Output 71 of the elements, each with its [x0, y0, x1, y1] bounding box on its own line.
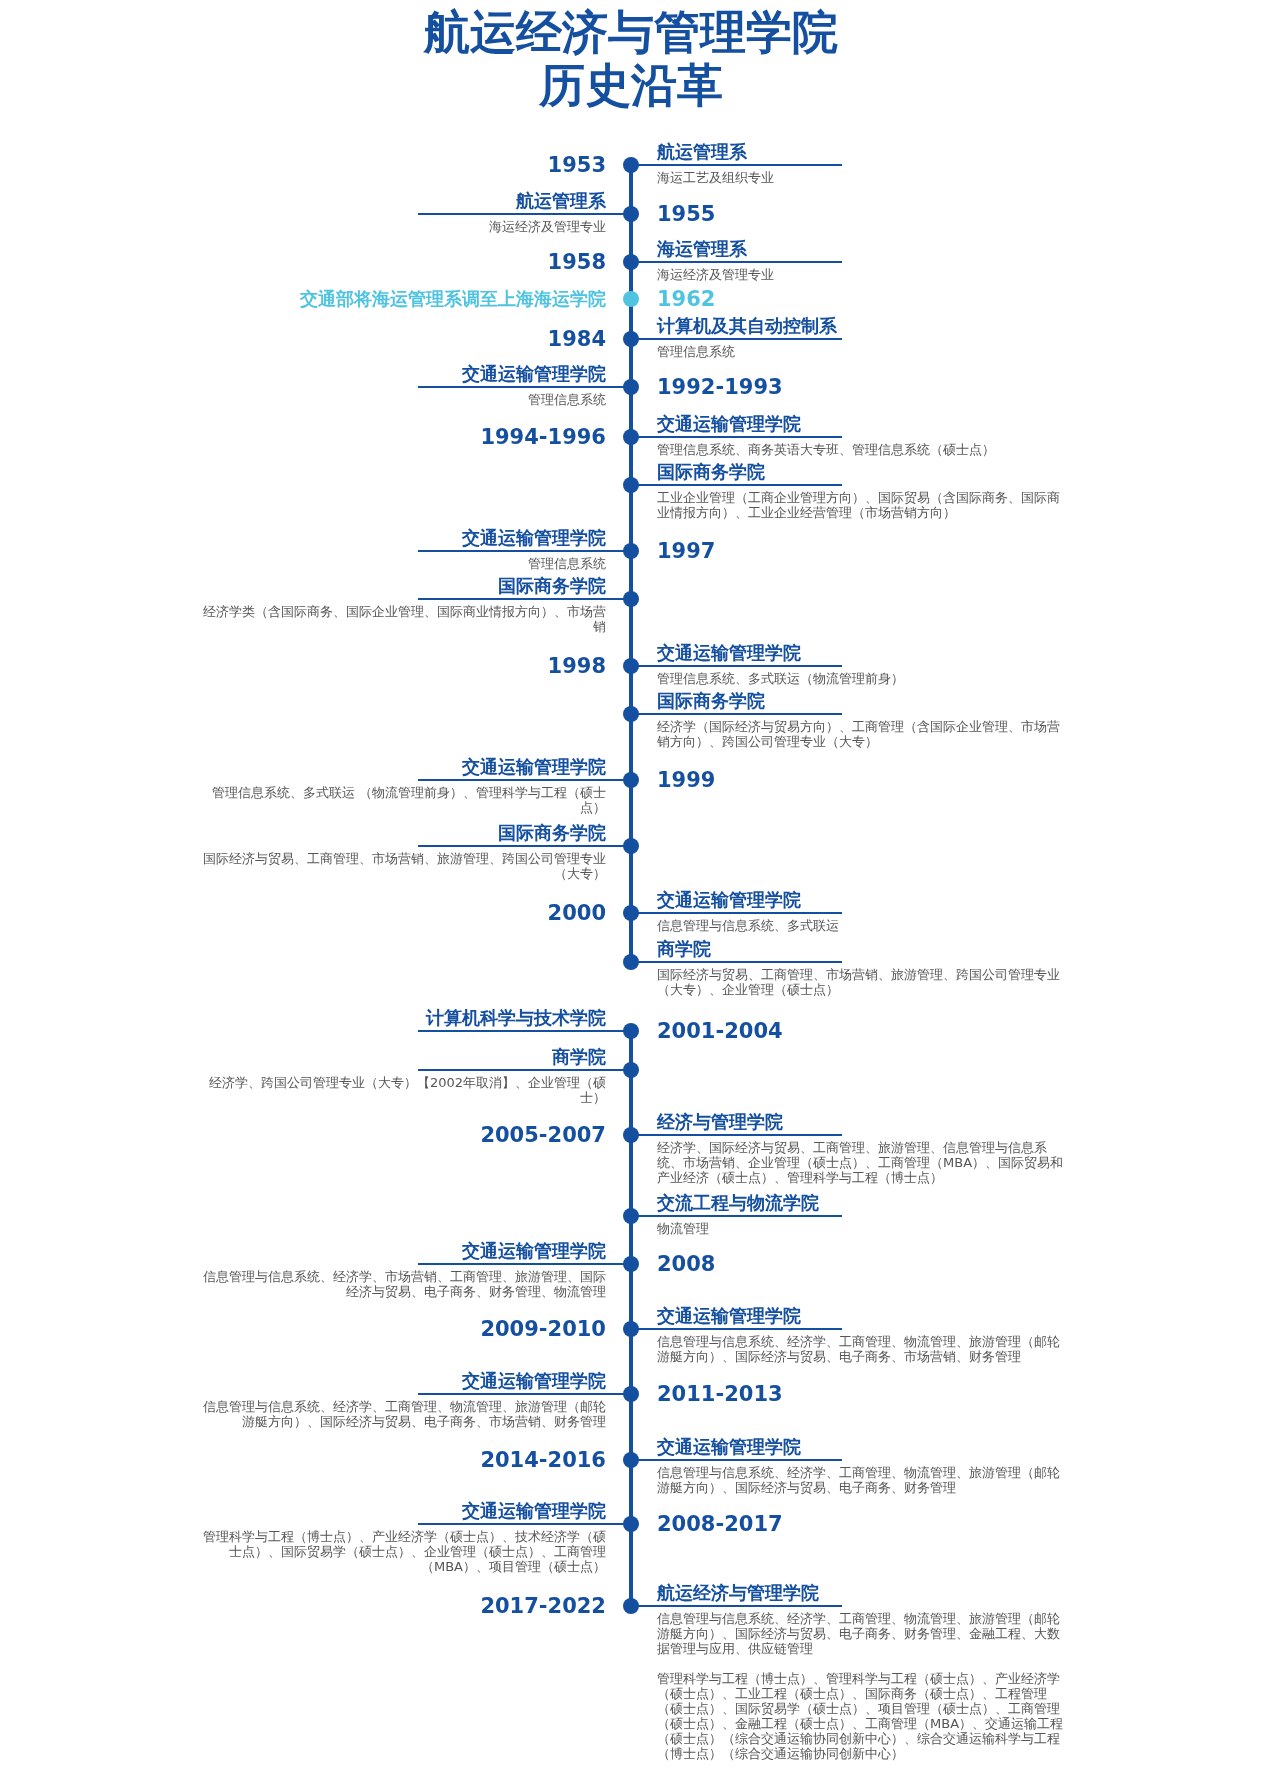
department-heading: 交通运输管理学院	[461, 363, 606, 385]
department-heading: 交流工程与物流学院	[657, 1192, 820, 1214]
program-list: 工业企业管理（工商企业管理方向）、国际贸易（含国际商务、国际商业情报方向）、工业企业经营管理（市场营销方向）	[657, 490, 1072, 520]
department-heading: 交通运输管理学院	[461, 527, 606, 549]
program-list: 管理信息系统、商务英语大专班、管理信息系统（硕士点）	[657, 442, 1072, 457]
event-text: 交通部将海运管理系调至上海海运学院	[299, 287, 606, 311]
program-list: 信息管理与信息系统、经济学、市场营销、工商管理、旅游管理、国际经济与贸易、电子商务、财务管理、物流管理	[194, 1269, 606, 1299]
year-label: 1962	[657, 286, 716, 312]
department-heading: 交通运输管理学院	[461, 1240, 606, 1262]
program-list: 管理信息系统、多式联运 （物流管理前身）、管理科学与工程（硕士点）	[194, 785, 606, 815]
year-label: 2005-2007	[480, 1122, 606, 1148]
program-list: 信息管理与信息系统、经济学、工商管理、物流管理、旅游管理（邮轮游艇方向）、国际经济与贸易、电子商务、市场营销、财务管理	[657, 1334, 1072, 1364]
program-list: 信息管理与信息系统、经济学、工商管理、物流管理、旅游管理（邮轮游艇方向）、国际经济与贸易、电子商务、市场营销、财务管理	[194, 1399, 606, 1429]
program-list: 经济学类（含国际商务、国际企业管理、国际商业情报方向）、市场营销	[194, 604, 606, 634]
program-list: 经济学、跨国公司管理专业（大专）【2002年取消】、企业管理（硕士）	[194, 1075, 606, 1105]
department-heading: 航运管理系	[515, 190, 606, 212]
year-label: 2000	[547, 900, 606, 926]
program-list: 管理科学与工程（博士点）、产业经济学（硕士点）、技术经济学（硕士点）、国际贸易学（硕士点）、企业管理（硕士点）、工商管理（MBA）、项目管理（硕士点）	[194, 1529, 606, 1574]
program-list: 管理科学与工程（博士点）、管理科学与工程（硕士点）、产业经济学（硕士点）、工业工程（硕士点）、国际商务（硕士点）、工程管理（硕士点）、国际贸易学（硕士点）、项目管理（硕士点）、工商管理（硕士点）、金融工程（硕士点）、工商管理（MBA）、交通运输工程（硕士点）（综合交通运输协同创新中心）、综合交通运输科学与工程（博士点）（综合交通运输协同创新中心）	[657, 1671, 1072, 1761]
year-label: 2009-2010	[480, 1316, 606, 1342]
year-label: 1998	[547, 653, 606, 679]
department-heading: 国际商务学院	[497, 822, 606, 844]
department-heading: 计算机及其自动控制系	[657, 315, 838, 337]
department-heading: 海运管理系	[657, 238, 748, 260]
department-heading: 商学院	[657, 938, 712, 960]
department-heading: 国际商务学院	[497, 575, 606, 597]
program-list: 信息管理与信息系统、经济学、工商管理、物流管理、旅游管理（邮轮游艇方向）、国际经济与贸易、电子商务、财务管理	[657, 1465, 1072, 1495]
year-label: 2017-2022	[480, 1593, 606, 1619]
year-label: 1997	[657, 538, 716, 564]
department-heading: 航运经济与管理学院	[657, 1582, 820, 1604]
program-list: 海运经济及管理专业	[194, 219, 606, 234]
program-list: 信息管理与信息系统、多式联运	[657, 918, 1072, 933]
year-label: 1994-1996	[480, 424, 606, 450]
year-label: 1955	[657, 201, 716, 227]
year-label: 1953	[547, 152, 606, 178]
department-heading: 经济与管理学院	[657, 1111, 784, 1133]
department-heading: 交通运输管理学院	[461, 1370, 606, 1392]
program-list: 国际经济与贸易、工商管理、市场营销、旅游管理、跨国公司管理专业（大专）	[194, 851, 606, 881]
program-list: 信息管理与信息系统、经济学、工商管理、物流管理、旅游管理（邮轮游艇方向）、国际经济与贸易、电子商务、财务管理、金融工程、大数据管理与应用、供应链管理	[657, 1611, 1072, 1656]
year-label: 2014-2016	[480, 1447, 606, 1473]
department-heading: 交通运输管理学院	[461, 1500, 606, 1522]
department-heading: 交通运输管理学院	[657, 1305, 802, 1327]
year-label: 2001-2004	[657, 1018, 783, 1044]
department-heading: 商学院	[551, 1046, 606, 1068]
department-heading: 国际商务学院	[657, 690, 766, 712]
program-list: 海运经济及管理专业	[657, 267, 1072, 282]
year-label: 2008-2017	[657, 1511, 783, 1537]
year-label: 2008	[657, 1251, 716, 1277]
department-heading: 计算机科学与技术学院	[424, 1007, 606, 1029]
program-list: 国际经济与贸易、工商管理、市场营销、旅游管理、跨国公司管理专业（大专）、企业管理（硕士点）	[657, 967, 1072, 997]
program-list: 经济学、国际经济与贸易、工商管理、旅游管理、信息管理与信息系统、市场营销、企业管理（硕士点）、工商管理（MBA）、国际贸易和产业经济（硕士点）、管理科学与工程（博士点）	[657, 1140, 1072, 1185]
program-list: 经济学（国际经济与贸易方向）、工商管理（含国际企业管理、市场营销方向）、跨国公司管理专业（大专）	[657, 719, 1072, 749]
year-label: 1958	[547, 249, 606, 275]
department-heading: 交通运输管理学院	[657, 413, 802, 435]
department-heading: 航运管理系	[657, 141, 748, 163]
program-list: 管理信息系统	[657, 344, 1072, 359]
department-heading: 交通运输管理学院	[657, 642, 802, 664]
year-label: 2011-2013	[657, 1381, 783, 1407]
year-label: 1984	[547, 326, 606, 352]
department-heading: 交通运输管理学院	[657, 889, 802, 911]
year-label: 1999	[657, 767, 716, 793]
program-list: 海运工艺及组织专业	[657, 170, 1072, 185]
page-title: 航运经济与管理学院历史沿革	[422, 6, 839, 112]
department-heading: 交通运输管理学院	[657, 1436, 802, 1458]
program-list: 物流管理	[657, 1221, 1072, 1236]
program-list: 管理信息系统、多式联运（物流管理前身）	[657, 671, 1072, 686]
department-heading: 交通运输管理学院	[461, 756, 606, 778]
program-list: 管理信息系统	[194, 392, 606, 407]
department-heading: 国际商务学院	[657, 461, 766, 483]
year-label: 1992-1993	[657, 374, 783, 400]
program-list: 管理信息系统	[194, 556, 606, 571]
